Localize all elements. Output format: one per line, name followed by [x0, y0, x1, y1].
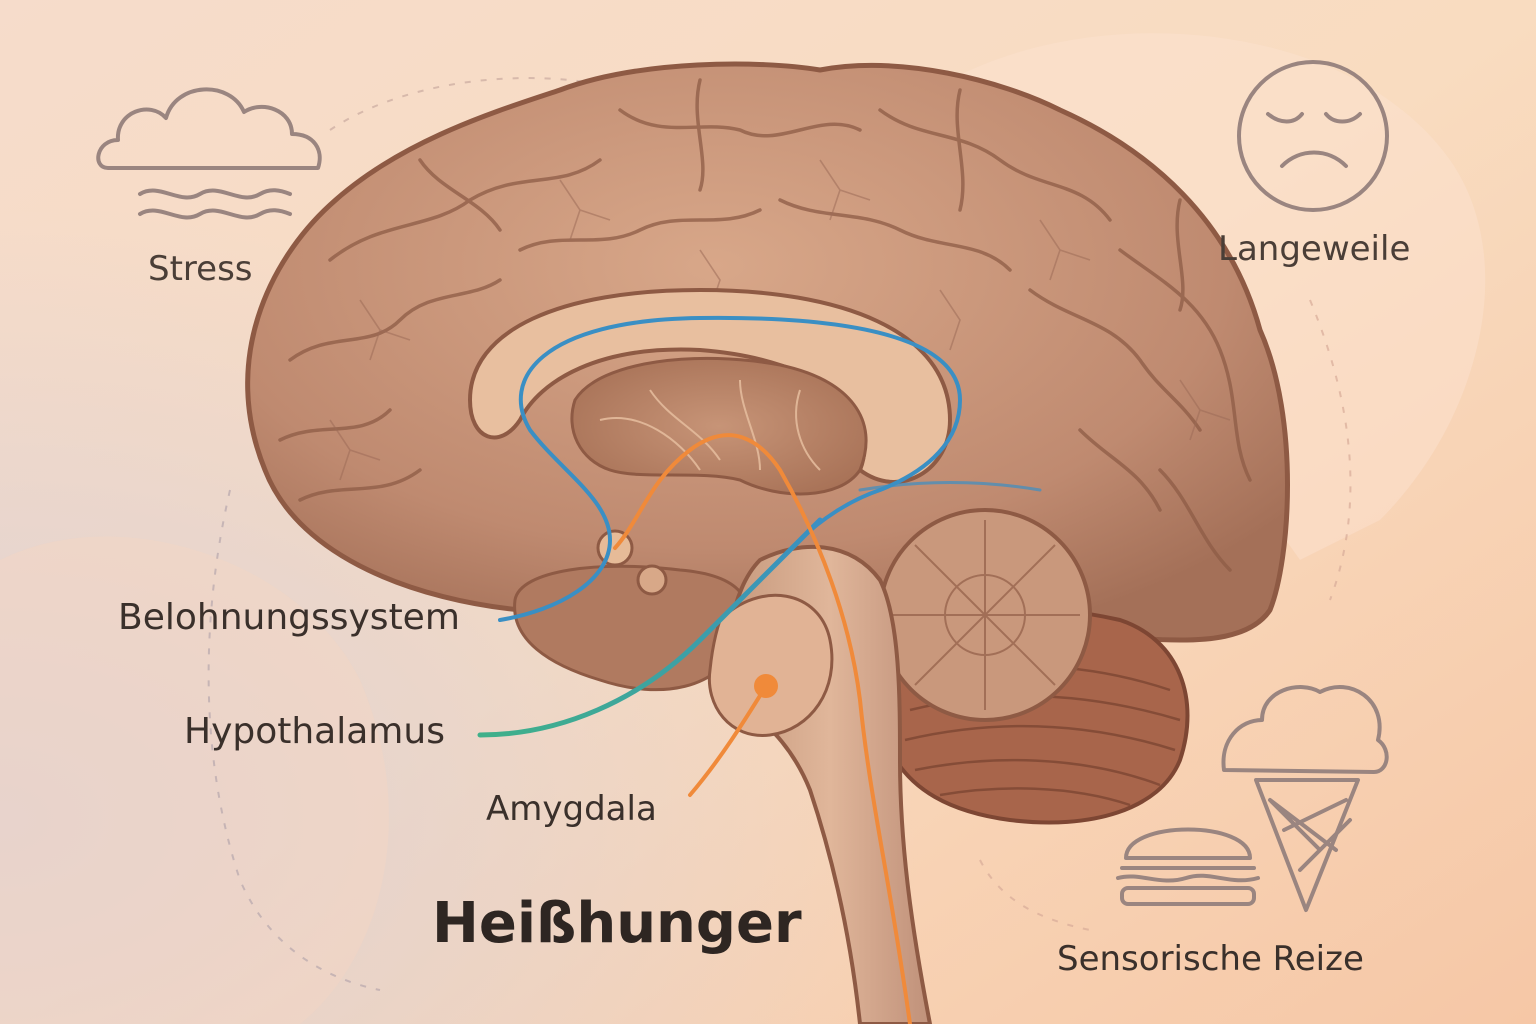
amygdala-pathway-line	[688, 684, 768, 797]
reward-pathway-line	[498, 315, 963, 622]
corpus-callosum	[467, 287, 953, 484]
hypothalamus-structure	[707, 593, 834, 737]
cortex-veins	[329, 159, 1231, 481]
cortex-gyri	[278, 78, 1252, 572]
region-label-reward-system: Belohnungssystem	[118, 597, 460, 638]
thalamus-region	[570, 356, 868, 496]
trigger-label-boredom: Langeweile	[1218, 229, 1411, 269]
hypothalamus-pathway-line	[477, 517, 823, 738]
ice-cream-icon	[1221, 685, 1389, 912]
amygdala-projection-line	[613, 433, 912, 1024]
dashed-connector	[1309, 299, 1352, 601]
trigger-label-stress: Stress	[148, 249, 253, 289]
region-label-amygdala: Amygdala	[486, 789, 657, 829]
small-node	[636, 564, 668, 596]
cloud-icon	[96, 87, 322, 170]
reward-pathway-branch	[858, 481, 1042, 492]
dashed-connector	[207, 489, 381, 991]
dashed-connector	[979, 859, 1091, 931]
wave-lines-icon	[138, 188, 292, 220]
sad-face-icon	[1237, 60, 1389, 212]
region-label-hypothalamus: Hypothalamus	[184, 711, 445, 752]
diagram-title: Heißhunger	[432, 891, 802, 956]
trigger-label-sensory: Sensorische Reize	[1057, 939, 1364, 979]
burger-icon	[1116, 827, 1260, 906]
